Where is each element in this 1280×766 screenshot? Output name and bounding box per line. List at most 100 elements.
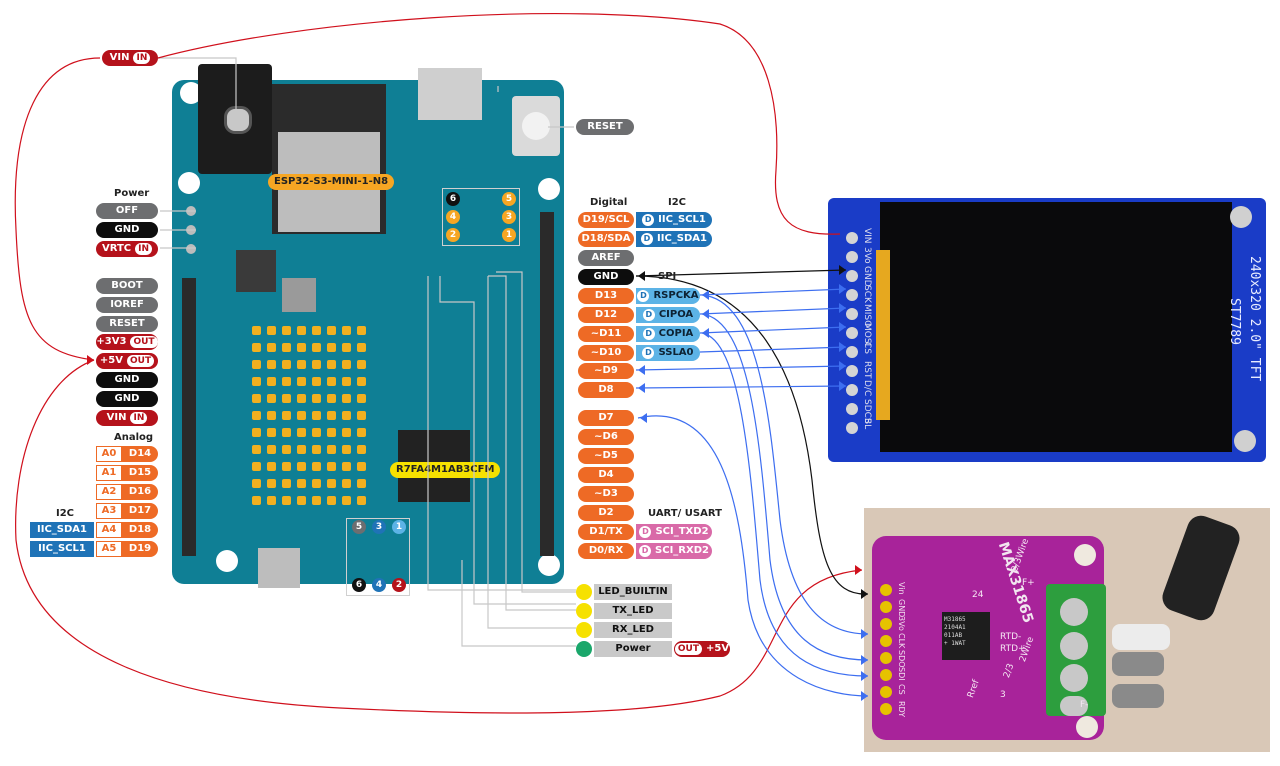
digital-pin-label: D7: [578, 410, 634, 426]
digital-pin-label: D12: [578, 307, 634, 323]
analog-pin-a: A4: [96, 522, 122, 538]
matrix-led: [282, 428, 291, 437]
max-board-label: RTD+: [1000, 644, 1026, 654]
matrix-led: [327, 343, 336, 352]
mcu-label: R7FA4M1AB3CFM: [390, 462, 501, 478]
spi-text: COPIA: [658, 328, 694, 339]
digital-pin-label: D13: [578, 288, 634, 304]
power-pin-tag: IN: [135, 243, 153, 255]
matrix-led: [327, 445, 336, 454]
miso-wire: [699, 307, 847, 315]
power-header-pin-label: IOREF: [96, 296, 158, 313]
max-pin-label: CS: [897, 684, 906, 695]
tft-pin-pad: [846, 308, 858, 320]
digital-pin-label: ~D5: [578, 448, 634, 464]
uart-title: UART/ USART: [648, 508, 722, 519]
max-board-label: F-: [1080, 700, 1089, 710]
mosi-wire: [699, 326, 847, 334]
power-header-pin-label: BOOT: [96, 278, 158, 294]
tft-driver-text: ST7789: [1227, 298, 1242, 345]
matrix-led: [252, 445, 261, 454]
esp32-module-label: ESP32-S3-MINI-1-N8: [268, 174, 395, 190]
analog-pin-d: D14: [122, 446, 158, 462]
led-bulb-icon: [576, 641, 592, 657]
mount-hole: [538, 178, 560, 200]
rtd-connector-gray: [1112, 684, 1164, 708]
power-pin-text: OFF: [115, 205, 139, 216]
matrix-led: [357, 496, 366, 505]
terminal-screw: [1060, 696, 1088, 716]
analog-i2c-label: IIC_SDA1: [30, 522, 94, 538]
terminal-screw: [1060, 632, 1088, 660]
tft-pin-pad: [846, 289, 858, 301]
matrix-led: [312, 377, 321, 386]
matrix-led: [282, 394, 291, 403]
tft-pin-label: 3Vo: [862, 247, 872, 264]
matrix-led: [297, 462, 306, 471]
matrix-led: [297, 496, 306, 505]
d-circle-icon: D: [637, 290, 650, 302]
matrix-led: [282, 360, 291, 369]
digital-pin-label: ~D6: [578, 429, 634, 445]
icsp-pin-number: 5: [502, 192, 516, 206]
power-header-pin-tag: IN: [130, 411, 148, 424]
matrix-led: [282, 377, 291, 386]
usb-c-port: [258, 548, 300, 588]
max-board-label: 24: [972, 590, 984, 600]
tft-pin-label: RST: [862, 361, 872, 379]
power-pad: [186, 225, 196, 235]
tft-screen: [880, 202, 1232, 452]
max-pin-label: SDI: [897, 667, 906, 681]
vin-text: VIN: [109, 52, 130, 63]
power-header-pin-text: VIN: [106, 411, 127, 423]
matrix-led: [252, 360, 261, 369]
matrix-led: [357, 479, 366, 488]
led-label: TX_LED: [594, 603, 672, 619]
matrix-led: [297, 411, 306, 420]
power-header-pin-label: RESET: [96, 315, 158, 332]
max-pin-pad: [880, 584, 892, 596]
matrix-led: [282, 479, 291, 488]
matrix-led: [267, 394, 276, 403]
digital-pin-label: D4: [578, 467, 634, 483]
spi-title: SPI: [658, 271, 677, 282]
power-header-pin-text: IOREF: [110, 298, 144, 310]
max-pin-pad: [880, 635, 892, 647]
vin-to-5v-wire: [14, 57, 101, 361]
vin-in-tag: IN: [133, 52, 151, 64]
matrix-led: [342, 445, 351, 454]
matrix-led: [342, 343, 351, 352]
max-mount-hole: [1074, 544, 1096, 566]
analog-pin-d: D16: [122, 484, 158, 500]
matrix-led: [312, 394, 321, 403]
matrix-led: [297, 326, 306, 335]
matrix-led: [327, 428, 336, 437]
matrix-led: [267, 428, 276, 437]
tft-mount-hole: [1230, 206, 1252, 228]
max-pin-label: 3Vo: [897, 616, 906, 631]
icsp-pin-number: 4: [446, 210, 460, 224]
power-led-out-tag: OUT: [674, 643, 703, 655]
terminal-screw: [1060, 664, 1088, 692]
matrix-led: [252, 428, 261, 437]
matrix-led: [312, 462, 321, 471]
reset-button[interactable]: [522, 112, 550, 140]
matrix-led: [282, 326, 291, 335]
d-circle-icon: D: [639, 545, 652, 557]
power-pad: [186, 206, 196, 216]
power-header-pin-tag: OUT: [130, 336, 158, 349]
matrix-led: [327, 360, 336, 369]
digital-i2c-title: I2C: [668, 197, 687, 208]
matrix-led: [252, 377, 261, 386]
matrix-led: [312, 479, 321, 488]
led-label: RX_LED: [594, 622, 672, 638]
tft-pin-pad: [846, 403, 858, 415]
power-header-pin-label: GND: [96, 372, 158, 388]
arrow-icon: [638, 365, 645, 375]
spi-text: RSPCKA: [653, 290, 699, 301]
matrix-led: [342, 326, 351, 335]
regulator-top: [418, 68, 482, 120]
matrix-led: [342, 411, 351, 420]
